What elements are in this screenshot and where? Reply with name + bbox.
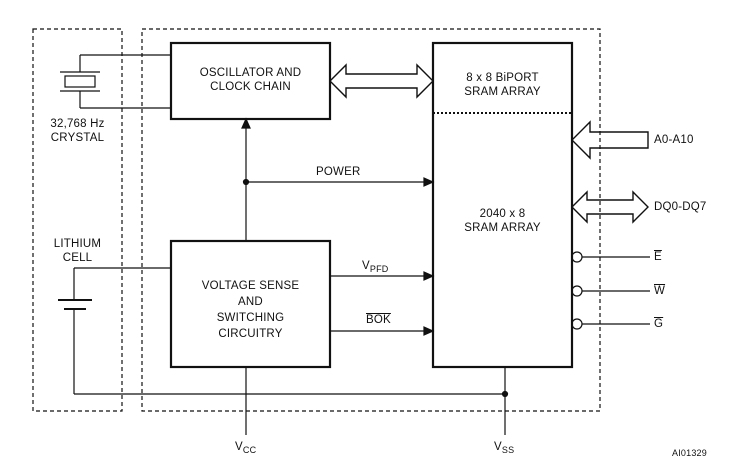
address-label: A0-A10: [654, 134, 694, 146]
bok-label: BOK: [366, 314, 391, 326]
data-label: DQ0-DQ7: [654, 201, 707, 213]
voltage-sense-line4: CIRCUITRY: [218, 328, 283, 340]
oscillator-label-line1: OSCILLATOR AND: [199, 67, 302, 79]
main-sram-line2: SRAM ARRAY: [464, 222, 541, 234]
voltage-sense-line3: SWITCHING: [216, 312, 285, 324]
power-arrowhead-up: [241, 117, 251, 129]
w-pin-label: W: [654, 285, 666, 297]
e-pin-bubble: [571, 251, 583, 263]
g-pin-label: G: [654, 318, 664, 330]
power-arrowhead: [423, 177, 435, 187]
vpfd-label-sub: PFD: [369, 264, 389, 274]
crystal-label-line2: CRYSTAL: [50, 132, 105, 144]
battery-label-line2: CELL: [62, 252, 93, 264]
figure-code: AI01329: [672, 448, 707, 458]
oscillator-label-line2: CLOCK CHAIN: [210, 81, 291, 93]
address-bus-arrow: [571, 120, 649, 160]
vss-label-sub: SS: [501, 445, 515, 455]
vpfd-label: VPFD: [362, 259, 388, 276]
voltage-sense-label: VOLTAGE SENSE AND SWITCHING CIRCUITRY: [171, 278, 330, 342]
biport-sram-line2: SRAM ARRAY: [464, 86, 541, 98]
biport-sram-label: 8 x 8 BiPORT SRAM ARRAY: [433, 71, 572, 99]
battery-label-line1: LITHIUM: [53, 238, 102, 250]
g-pin-bubble: [571, 318, 583, 330]
vcc-label-sub: CC: [242, 445, 257, 455]
vss-label: VSS: [494, 440, 514, 457]
main-sram-label: 2040 x 8 SRAM ARRAY: [433, 207, 572, 235]
vcc-label: VCC: [235, 440, 256, 457]
crystal-label: 32,768 Hz CRYSTAL: [33, 117, 122, 145]
oscillator-label: OSCILLATOR AND CLOCK CHAIN: [171, 66, 330, 94]
vss-label-main: V: [494, 441, 502, 453]
ground-junction: [501, 390, 509, 398]
battery-label: LITHIUM CELL: [33, 237, 122, 265]
data-bus-double-arrow: [571, 190, 649, 224]
biport-sram-line1: 8 x 8 BiPORT: [466, 72, 539, 84]
voltage-sense-line1: VOLTAGE SENSE: [201, 280, 300, 292]
voltage-sense-block: [169, 239, 332, 369]
crystal-symbol: [60, 54, 171, 109]
main-sram-line1: 2040 x 8: [479, 208, 526, 220]
vcc-label-main: V: [235, 441, 243, 453]
w-pin-bubble: [571, 285, 583, 297]
e-pin-label: E: [654, 251, 662, 263]
clock-bus-double-arrow: [329, 63, 434, 99]
external-components-boundary: [32, 28, 123, 412]
voltage-sense-line2: AND: [238, 296, 263, 308]
vpfd-arrowhead: [423, 271, 435, 281]
crystal-label-line1: 32,768 Hz: [50, 118, 105, 130]
vpfd-label-main: V: [362, 260, 370, 272]
sram-block: [431, 41, 574, 369]
battery-symbol: [58, 267, 171, 394]
power-label: POWER: [316, 166, 361, 178]
bok-arrowhead: [423, 326, 435, 336]
